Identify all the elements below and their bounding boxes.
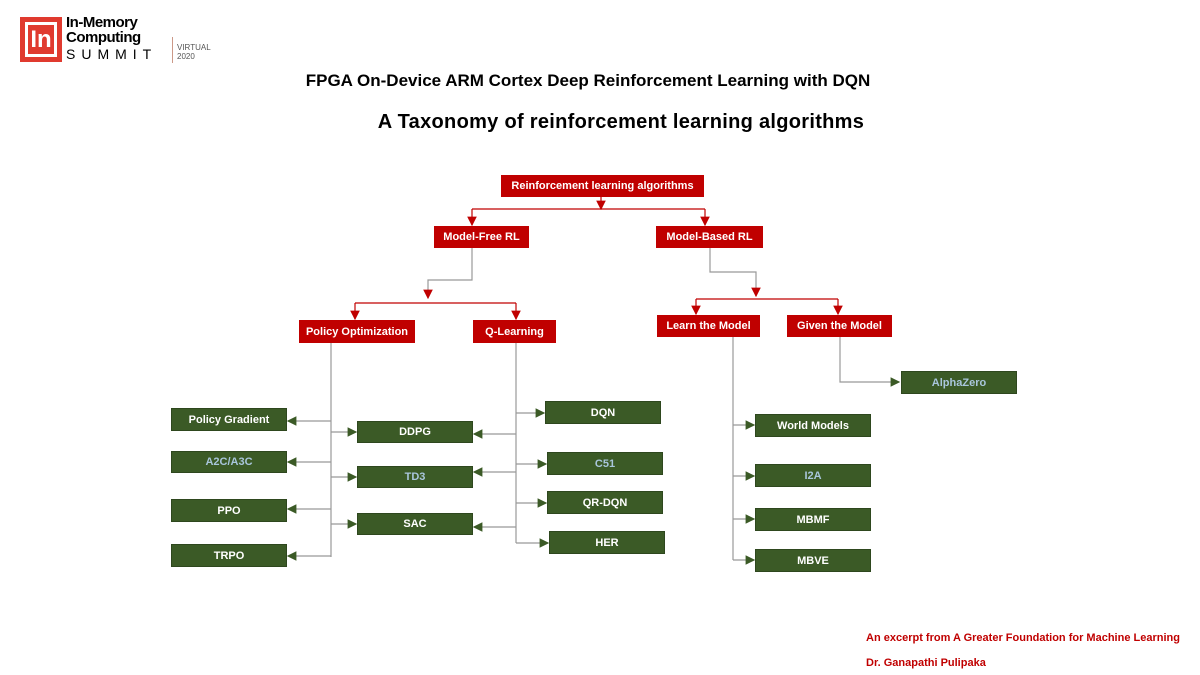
logo-line2: Computing bbox=[66, 29, 141, 46]
node-world-models: World Models bbox=[755, 414, 871, 437]
node-policy-optimization: Policy Optimization bbox=[299, 320, 415, 343]
node-dqn: DQN bbox=[545, 401, 661, 424]
logo-line1: In-Memory bbox=[66, 14, 138, 31]
node-qr-dqn: QR-DQN bbox=[547, 491, 663, 514]
page-subtitle: A Taxonomy of reinforcement learning alg… bbox=[377, 111, 865, 133]
node-model-based: Model-Based RL bbox=[656, 226, 763, 248]
logo: In In-Memory Computing SUMMIT VIRTUAL 20… bbox=[20, 15, 220, 65]
page-title: FPGA On-Device ARM Cortex Deep Reinforce… bbox=[305, 71, 871, 90]
node-alphazero: AlphaZero bbox=[901, 371, 1017, 394]
node-i2a: I2A bbox=[755, 464, 871, 487]
node-policy-gradient: Policy Gradient bbox=[171, 408, 287, 431]
node-a2c-a3c: A2C/A3C bbox=[171, 451, 287, 473]
node-q-learning: Q-Learning bbox=[473, 320, 556, 343]
node-her: HER bbox=[549, 531, 665, 554]
logo-virtual: VIRTUAL bbox=[177, 43, 211, 52]
node-c51: C51 bbox=[547, 452, 663, 475]
node-trpo: TRPO bbox=[171, 544, 287, 567]
logo-line3: SUMMIT bbox=[66, 46, 158, 62]
node-sac: SAC bbox=[357, 513, 473, 535]
logo-mark: In bbox=[20, 17, 62, 62]
node-ddpg: DDPG bbox=[357, 421, 473, 443]
node-model-free: Model-Free RL bbox=[434, 226, 529, 248]
node-td3: TD3 bbox=[357, 466, 473, 488]
footer-author: Dr. Ganapathi Pulipaka bbox=[866, 657, 986, 669]
node-ppo: PPO bbox=[171, 499, 287, 522]
node-given-the-model: Given the Model bbox=[787, 315, 892, 337]
node-learn-the-model: Learn the Model bbox=[657, 315, 760, 337]
logo-year: 2020 bbox=[177, 52, 195, 61]
node-mbmf: MBMF bbox=[755, 508, 871, 531]
footer-source: An excerpt from A Greater Foundation for… bbox=[866, 632, 1180, 644]
node-mbve: MBVE bbox=[755, 549, 871, 572]
node-root: Reinforcement learning algorithms bbox=[501, 175, 704, 197]
